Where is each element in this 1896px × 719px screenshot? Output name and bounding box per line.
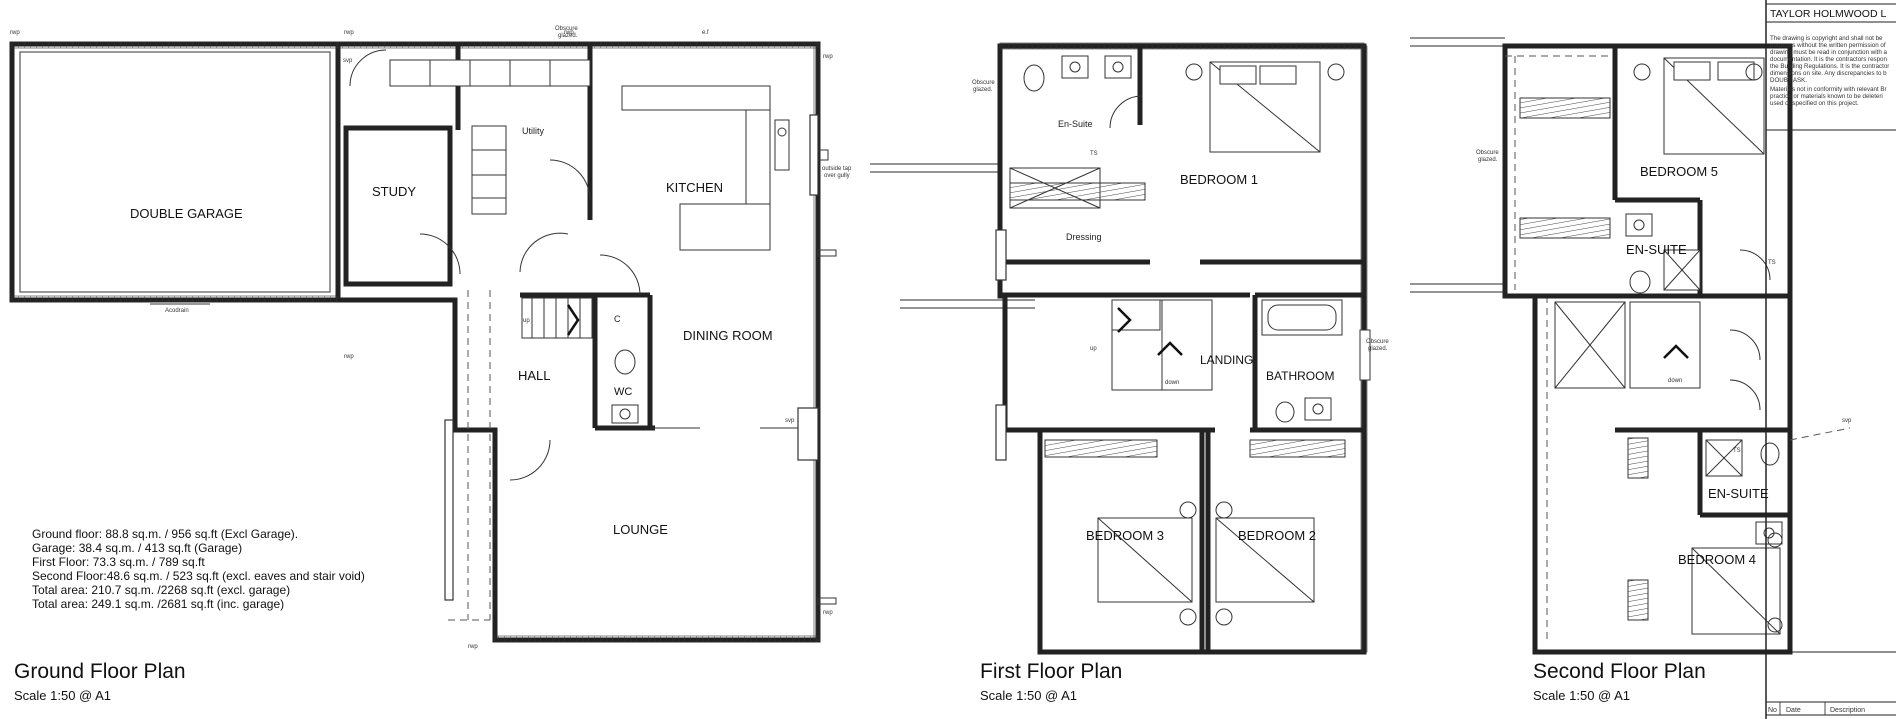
second-floor-scale: Scale 1:50 @ A1: [1533, 688, 1630, 703]
stairs-down-label: down: [1165, 380, 1179, 386]
room-label-bedroom-5: BEDROOM 5: [1640, 164, 1718, 179]
svp-label: svp: [785, 418, 795, 424]
room-label-double-garage: DOUBLE GARAGE: [130, 206, 243, 221]
room-label-bedroom-3: BEDROOM 3: [1086, 528, 1164, 543]
room-label-hall: HALL: [518, 368, 551, 383]
area-line: Second Floor:48.6 sq.m. / 523 sq.ft (exc…: [32, 569, 365, 583]
note-line: used or specified on this project.: [1770, 100, 1859, 107]
ef-label: e.f: [702, 30, 709, 36]
garage-walls: [9, 41, 341, 303]
study-walls: [343, 125, 453, 287]
rwp-label: rwp: [823, 54, 833, 60]
first-floor-title: First Floor Plan: [980, 660, 1122, 683]
second-floor-plan: down TS TS svp Obscure glazed. BEDROOM 5…: [1410, 37, 1852, 703]
rwp-label: rwp: [344, 30, 354, 36]
room-label-utility: Utility: [522, 126, 544, 136]
title-block: TAYLOR HOLMWOOD L The drawing is copyrig…: [1765, 0, 1896, 719]
revision-description-header: Description: [1830, 707, 1865, 714]
glazed-label: glazed.: [558, 33, 578, 39]
svp-label: svp: [1842, 418, 1852, 424]
stairs-up-label: up: [523, 318, 530, 324]
obscure-label: Obscure: [555, 26, 578, 32]
room-label-dressing: Dressing: [1066, 232, 1102, 242]
room-label-landing: LANDING: [1200, 353, 1253, 367]
note-line: drawing must be read in conjunction with…: [1770, 49, 1887, 56]
room-label-kitchen: KITCHEN: [666, 180, 723, 195]
stairs-up-label: up: [1090, 346, 1097, 352]
room-label-cupboard: C: [614, 314, 621, 324]
note-line: documentation. It is the contractors res…: [1770, 56, 1887, 63]
note-line: DOUBT ASK.: [1770, 77, 1807, 84]
outside-tap-label: outside tap: [822, 166, 852, 172]
obscure-label: Obscure: [1366, 339, 1389, 345]
company-name: TAYLOR HOLMWOOD L: [1770, 8, 1886, 20]
area-schedule: Ground floor: 88.8 sq.m. / 956 sq.ft (Ex…: [32, 527, 365, 611]
area-line: Ground floor: 88.8 sq.m. / 956 sq.ft (Ex…: [32, 527, 298, 541]
room-label-bedroom-1: BEDROOM 1: [1180, 172, 1258, 187]
revision-no-header: No: [1768, 707, 1777, 714]
ground-floor-title: Ground Floor Plan: [14, 660, 186, 683]
second-floor-title: Second Floor Plan: [1533, 660, 1706, 683]
revision-date-header: Date: [1786, 707, 1801, 714]
rwp-label: rwp: [468, 644, 478, 650]
note-line: the Building Regulations. It is the cont…: [1770, 63, 1889, 70]
room-label-dining-room: DINING ROOM: [683, 328, 773, 343]
ground-floor-plan: Acodrain rwp rwp rwp outside tap over gu…: [9, 26, 852, 703]
area-line: Total area: 249.1 sq.m. /2681 sq.ft (inc…: [32, 597, 284, 611]
note-line: dimensions on site. Any discrepancies to…: [1770, 70, 1887, 77]
rwp-label: rwp: [823, 610, 833, 616]
glazed-label: glazed.: [1368, 346, 1388, 352]
room-label-en-suite-a: EN-SUITE: [1626, 242, 1687, 257]
note-line: The drawing is copyright and shall not b…: [1770, 35, 1883, 42]
obscure-label: Obscure: [1476, 150, 1499, 156]
svp-label: svp: [343, 58, 353, 64]
room-label-lounge: LOUNGE: [613, 522, 668, 537]
area-line: Garage: 38.4 sq.m. / 413 sq.ft (Garage): [32, 541, 242, 555]
first-floor-scale: Scale 1:50 @ A1: [980, 688, 1077, 703]
outside-tap-label-2: over gully: [824, 173, 850, 179]
note-line: Materials not in conformity with relevan…: [1770, 86, 1887, 93]
note-line: practice or materials known to be delete…: [1770, 93, 1883, 100]
ts-label: TS: [1090, 151, 1098, 157]
room-label-bathroom: BATHROOM: [1266, 369, 1334, 383]
rwp-label: rwp: [10, 30, 20, 36]
area-line: First Floor: 73.3 sq.m. / 789 sq.ft: [32, 555, 205, 569]
acodrain-label: Acodrain: [165, 308, 189, 314]
rwp-label: rwp: [344, 354, 354, 360]
ground-floor-scale: Scale 1:50 @ A1: [14, 688, 111, 703]
room-label-bedroom-2: BEDROOM 2: [1238, 528, 1316, 543]
first-floor-plan: TS up down Obscure glazed.: [870, 42, 1389, 703]
glazed-label: glazed.: [973, 87, 993, 93]
area-line: Total area: 210.7 sq.m. /2268 sq.ft (exc…: [32, 583, 290, 597]
second-floor-external-walls: [1502, 43, 1793, 655]
stairs-down-label: down: [1668, 378, 1682, 384]
glazed-label: glazed.: [1478, 157, 1498, 163]
room-label-study: STUDY: [372, 184, 416, 199]
obscure-label: Obscure: [972, 80, 995, 86]
room-label-en-suite: En-Suite: [1058, 119, 1093, 129]
room-label-bedroom-4: BEDROOM 4: [1678, 552, 1756, 567]
ts-label: TS: [1768, 260, 1776, 266]
room-label-en-suite-b: EN-SUITE: [1708, 486, 1769, 501]
room-label-wc: WC: [614, 386, 632, 398]
note-line: purposes without the written permission …: [1770, 42, 1886, 49]
ts-label: TS: [1733, 448, 1741, 454]
rwp-label: rwp: [564, 30, 574, 36]
